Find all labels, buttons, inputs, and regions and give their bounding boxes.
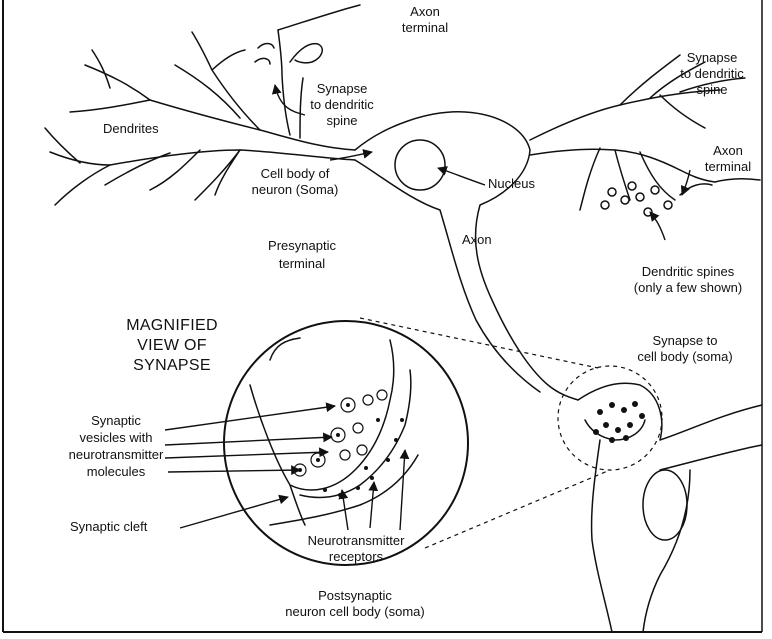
label-axon: Axon [462, 232, 492, 247]
zoom-circle-small [558, 366, 662, 470]
label-dendritic-spines: Dendritic spines(only a few shown) [634, 264, 742, 295]
magnified-view [224, 318, 610, 565]
magnified-circle [224, 321, 468, 565]
postsynaptic-neuron [578, 383, 762, 632]
nucleus-shape [395, 140, 445, 190]
label-synaptic-cleft: Synaptic cleft [70, 519, 148, 534]
annotation-arrows [165, 85, 690, 530]
label-nucleus: Nucleus [488, 176, 535, 191]
label-dendrites: Dendrites [103, 121, 159, 136]
postsynaptic-nucleus [643, 470, 687, 540]
